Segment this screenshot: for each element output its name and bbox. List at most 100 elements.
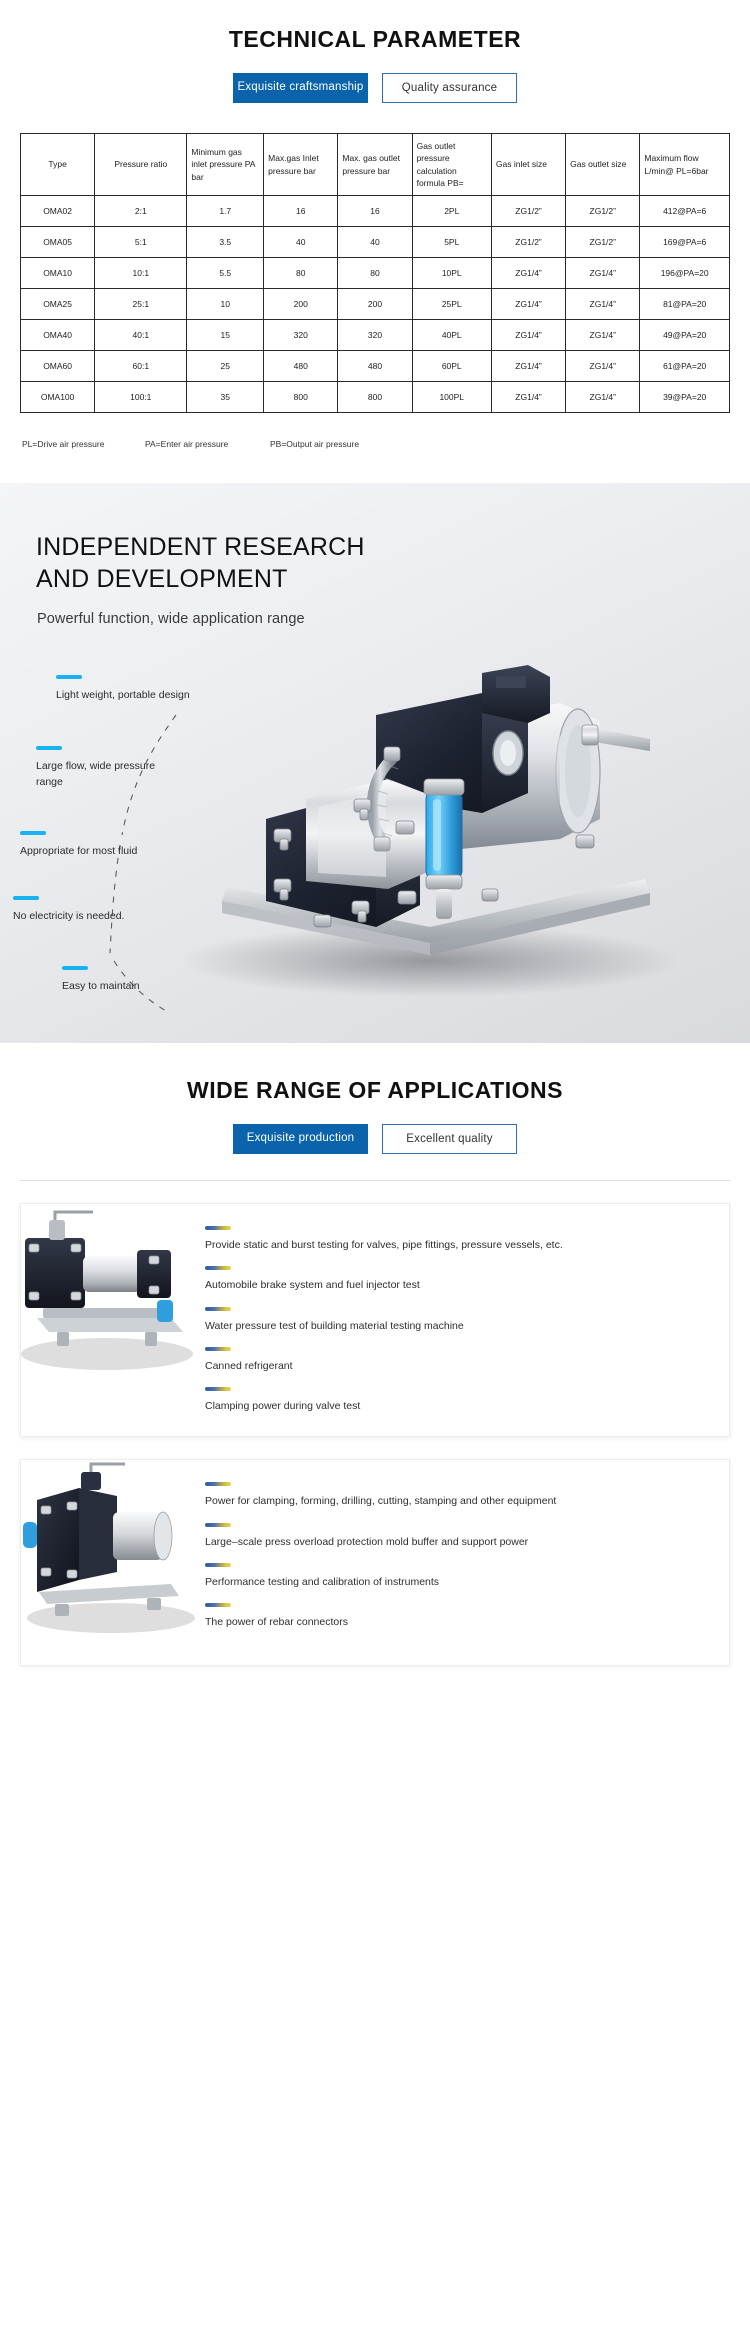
table-cell: 5.5 [186,257,265,289]
table-cell: ZG1/4” [565,350,641,382]
callout-text: No electricity is needed. [13,910,125,922]
pump-hose-fitting-top [383,746,401,762]
table-cell: 80 [337,257,413,289]
callout-dash-icon [62,966,88,970]
table-cell: 49@PA=20 [639,319,730,351]
tab-exquisite-production[interactable]: Exquisite production [233,1124,368,1154]
table-cell: ZG1/4” [565,319,641,351]
table-cell: OMA10 [19,257,96,289]
pump-upper-right-block [482,665,550,723]
table-cell: 412@PA=6 [639,195,730,227]
table-cell: OMA40 [19,319,96,351]
bullet-dash-icon [205,1266,231,1271]
bullet-dash-icon [205,1226,231,1230]
rd-subtitle: Powerful function, wide application rang… [37,611,305,627]
table-cell: 200 [337,288,413,320]
table-cell: 60:1 [94,350,188,382]
table-cell: ZG1/2” [565,195,641,227]
table-cell: ZG1/4” [565,257,641,289]
list-item-text: Large–scale press overload protection mo… [205,1535,529,1548]
pump-bolts [273,798,595,928]
bullet-dash-icon [205,1346,231,1351]
list-item-text: Power for clamping, forming, drilling, c… [205,1495,557,1508]
callout-appropriate-fluid: Appropriate for most fluid [20,831,137,860]
bullet-dash-icon [205,1306,231,1311]
table-cell: ZG1/4” [490,381,567,413]
callout-no-electricity: No electricity is needed. [13,896,124,925]
col-max-gas-outlet-pressure: Max. gas outlet pressure bar [337,133,413,196]
table-cell: ZG1/4” [490,350,567,382]
table-cell: 169@PA=6 [639,226,730,258]
table-cell: OMA100 [19,381,96,413]
pump-outlet-tube [581,724,650,751]
page-title: TECHNICAL PARAMETER [228,26,522,52]
col-max-gas-inlet-pressure: Max.gas Inlet pressure bar [263,133,339,196]
table-cell: 25:1 [94,288,188,320]
table-cell: 10 [186,288,265,320]
list-item: The power of rebar connectors [205,1603,711,1630]
list-item-text: Water pressure test of building material… [205,1319,464,1332]
list-item-text: Performance testing and calibration of i… [205,1575,440,1588]
callout-text: Light weight, portable design [56,689,190,701]
pump-blue-filter [423,778,465,919]
technical-parameter-section: TECHNICAL PARAMETER Exquisite craftsmans… [0,0,750,483]
applications-section: WIDE RANGE OF APPLICATIONS Exquisite pro… [0,1043,750,1707]
table-cell: 81@PA=20 [639,288,730,320]
applications-title: WIDE RANGE OF APPLICATIONS [187,1077,563,1103]
callout-large-flow: Large flow, wide pressure range [36,746,155,791]
application-card: Provide static and burst testing for val… [20,1203,730,1438]
callout-dash-icon [13,896,39,900]
table-header: Type Pressure ratio Minimum gas inlet pr… [19,133,730,196]
tab-exquisite-craftsmanship[interactable]: Exquisite craftsmanship [233,73,368,103]
pump-hose-fitting-bottom [373,836,391,852]
table-header-row: Type Pressure ratio Minimum gas inlet pr… [19,133,730,196]
table-cell: 25PL [411,288,492,320]
table-cell: 800 [337,381,413,413]
table-cell: 39@PA=20 [639,381,730,413]
pump-hose [366,753,398,847]
col-min-gas-inlet-pressure: Minimum gas inlet pressure PA bar [186,133,265,196]
legend-row: PL=Drive air pressure PA=Enter air press… [20,439,730,449]
table-cell: OMA05 [19,226,96,258]
pump-top-head-block [376,693,528,813]
col-maximum-flow: Maximum flow L/min@ PL=6bar [639,133,730,196]
list-item-text: Canned refrigerant [205,1359,293,1372]
tab-quality-assurance[interactable]: Quality assurance [382,73,517,103]
callout-dash-icon [36,746,62,750]
col-gas-inlet-size: Gas inlet size [490,133,567,196]
list-item: Water pressure test of building material… [205,1306,711,1334]
bullet-dash-icon [205,1522,231,1527]
application-card-bullets: Provide static and burst testing for val… [201,1204,729,1436]
table-cell: 320 [337,319,413,351]
table-cell: 40 [337,226,413,258]
table-cell: ZG1/2” [490,226,567,258]
table-cell: 2PL [411,195,492,227]
list-item: Clamping power during valve test [205,1387,711,1414]
table-cell: 40:1 [94,319,188,351]
col-pressure-ratio: Pressure ratio [94,133,188,196]
pump-base-plate [222,879,650,955]
bullet-dash-icon [205,1603,231,1608]
table-cell: 60PL [411,350,492,382]
application-card: Power for clamping, forming, drilling, c… [20,1459,730,1667]
legend-pl: PL=Drive air pressure [22,439,105,449]
legend-pa: PA=Enter air pressure [145,439,229,449]
tab-excellent-quality[interactable]: Excellent quality [382,1124,517,1154]
rd-title: INDEPENDENT RESEARCH AND DEVELOPMENT [36,531,365,595]
list-item-text: Provide static and burst testing for val… [205,1239,563,1251]
list-item: Canned refrigerant [205,1346,711,1374]
table-cell: 25 [186,350,265,382]
table-cell: 480 [263,350,339,382]
bullet-dash-icon [205,1387,231,1392]
table-cell: 15 [186,319,265,351]
booster-pump-thumbnail-horizontal [21,1210,193,1370]
table-cell: 16 [263,195,339,227]
table-cell: 61@PA=20 [639,350,730,382]
list-item: Power for clamping, forming, drilling, c… [205,1482,711,1509]
table-cell: 16 [337,195,413,227]
